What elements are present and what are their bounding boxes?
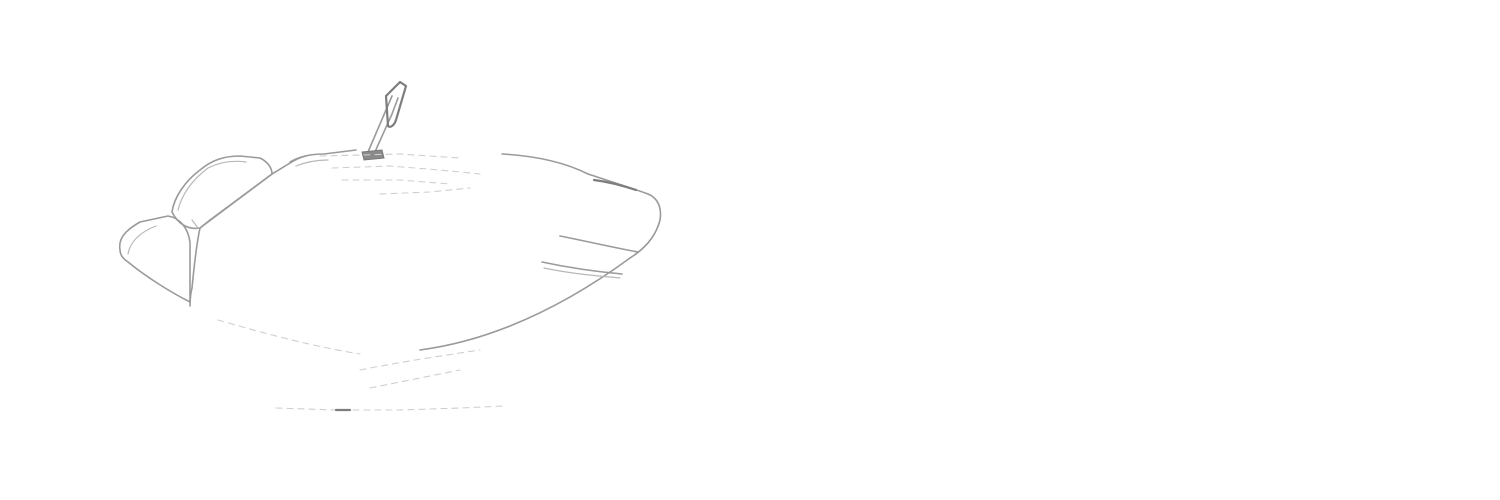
- chair-lower-body-hint-2: [359, 349, 481, 371]
- chair-lower-body-hint-1: [217, 319, 361, 355]
- chair-back-cushion-seam: [191, 219, 199, 229]
- massage-chair-illustration: [100, 70, 680, 430]
- control-panel-line-3: [341, 179, 451, 185]
- remote-control-handset: [384, 80, 408, 128]
- chair-lower-body-hint-3: [369, 369, 461, 389]
- chair-shell-nose: [629, 193, 662, 259]
- chair-leg-rest-inner: [127, 225, 157, 255]
- chair-back-cushion-outline: [171, 155, 273, 230]
- chair-shell-bottom-curve: [419, 257, 631, 351]
- chair-shell-top-rim: [289, 149, 357, 163]
- chair-shell-front-edge: [199, 155, 307, 229]
- remote-arm-pole-back: [373, 97, 399, 155]
- chair-side-seam-lower: [541, 261, 623, 275]
- chair-base-line: [275, 405, 505, 411]
- remote-arm-base: [361, 149, 385, 161]
- control-panel-line-1: [319, 153, 461, 159]
- chair-shell-right-top-trim: [592, 178, 638, 192]
- chair-back-cushion-inner: [177, 160, 247, 211]
- chair-side-seam-upper: [559, 235, 639, 253]
- chair-leg-rest-outline: [118, 215, 191, 303]
- massage-chair-icon: [118, 80, 662, 412]
- control-panel-line-2: [331, 165, 481, 175]
- chair-shell-left-side: [189, 227, 201, 307]
- chair-side-seam-lower-inner: [543, 267, 621, 279]
- chair-shell-top-rim-inner: [295, 159, 329, 167]
- control-panel-line-4: [379, 187, 471, 195]
